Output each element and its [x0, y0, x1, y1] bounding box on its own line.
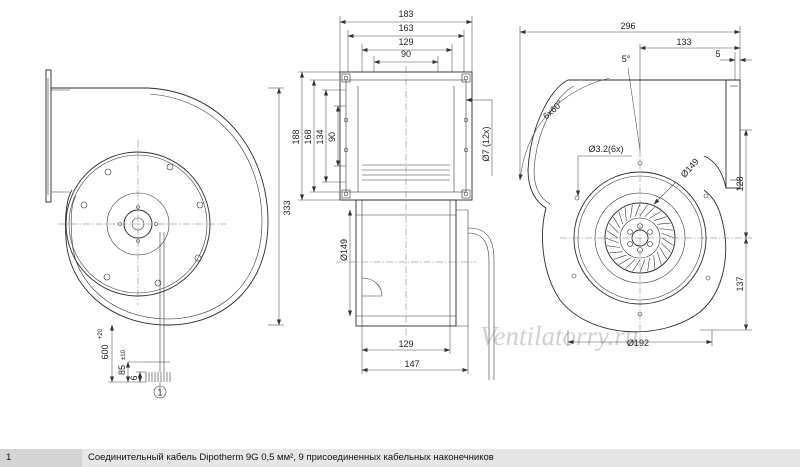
dim-top-183: 183: [398, 9, 413, 19]
dim-strip-85: 85: [117, 365, 127, 375]
dim-height-128: 128: [735, 176, 745, 191]
dim-bottom-129: 129: [398, 339, 413, 349]
impeller-blades: [605, 203, 675, 273]
dim-top-129: 129: [398, 37, 413, 47]
legend-text: Соединительный кабель Dipotherm 9G 0,5 м…: [82, 449, 800, 467]
holes-note-3-2-6x: Ø3.2(6x): [588, 144, 623, 154]
dim-left-134: 134: [315, 129, 325, 144]
fan-technical-drawing: Ventilatorry.ru: [45, 9, 752, 399]
legend-number: 1: [6, 452, 12, 463]
left-view: 333 600 +20 85 ±10 6 1: [45, 69, 292, 399]
dim-end-6: 6: [129, 375, 139, 380]
dim-top-163: 163: [398, 23, 413, 33]
dim-left-188: 188: [291, 129, 301, 144]
dim-outer-192: Ø192: [627, 338, 649, 348]
legend-row: 1 Соединительный кабель Dipotherm 9G 0,5…: [0, 449, 800, 467]
dim-height-137: 137: [735, 276, 745, 291]
dim-offset-133: 133: [676, 37, 691, 47]
dim-left-168: 168: [303, 129, 313, 144]
dim-diameter-149: Ø149: [339, 239, 349, 261]
dim-angle-6x60: 6x60°: [541, 98, 565, 121]
callout-1: 1: [157, 388, 162, 398]
dim-width-296: 296: [620, 21, 635, 31]
dim-inner-149: Ø149: [679, 156, 701, 179]
dim-angle-5deg: 5°: [622, 54, 631, 64]
watermark: Ventilatorry.ru: [480, 321, 638, 351]
middle-view: 183 163 129 90: [291, 9, 495, 380]
holes-note-7-12x: Ø7 (12x): [481, 126, 491, 161]
dim-small-5: 5: [715, 49, 720, 59]
dim-bottom-147: 147: [404, 359, 419, 369]
right-view: 296 133 5 5° 6x60°: [518, 21, 752, 350]
dim-cable-600: 600: [100, 344, 110, 359]
dim-top-90: 90: [401, 49, 411, 59]
dim-left-90: 90: [327, 132, 337, 142]
dim-height-333: 333: [282, 200, 292, 215]
dim-cable-600-tol: +20: [98, 328, 104, 339]
dim-strip-85-tol: ±10: [121, 349, 127, 360]
